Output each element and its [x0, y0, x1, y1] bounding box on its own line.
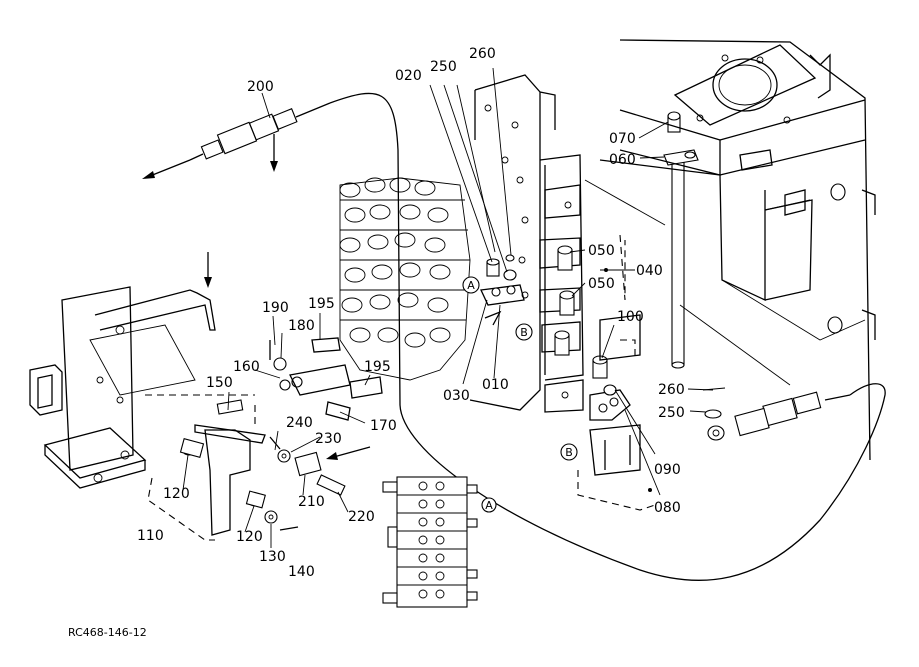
cable-end-200 — [142, 102, 331, 179]
label-260-right: 260 — [658, 382, 685, 398]
label-070: 070 — [609, 131, 636, 147]
label-020: 020 — [395, 68, 422, 84]
label-195-bottom: 195 — [364, 359, 391, 375]
marker-b-2: B — [560, 443, 578, 461]
label-210: 210 — [298, 494, 325, 510]
machine-frame — [599, 39, 876, 461]
label-140: 140 — [288, 564, 315, 580]
label-190: 190 — [262, 300, 289, 316]
label-090: 090 — [654, 462, 681, 478]
lever-assembly-dash — [147, 477, 215, 541]
label-120-left: 120 — [163, 486, 190, 502]
control-cable — [329, 92, 886, 582]
label-050-bottom: 050 — [588, 276, 615, 292]
label-260-top: 260 — [469, 46, 496, 62]
label-150: 150 — [206, 375, 233, 391]
leader-lines — [182, 67, 714, 548]
label-010: 010 — [482, 377, 509, 393]
rod-guide-line — [584, 179, 666, 226]
svg-text:B: B — [520, 326, 528, 339]
svg-text:B: B — [565, 446, 573, 459]
marker-a-1: A — [462, 276, 480, 294]
label-200: 200 — [247, 79, 274, 95]
dot-040 — [604, 268, 608, 272]
left-mounting-bracket — [29, 252, 216, 489]
rod-assembly — [663, 111, 699, 369]
label-100: 100 — [617, 309, 644, 325]
lever-assembly — [179, 337, 383, 536]
svg-text:A: A — [485, 499, 493, 512]
lower-bracket-assembly — [589, 314, 641, 476]
label-220: 220 — [348, 509, 375, 525]
label-170: 170 — [370, 418, 397, 434]
lever-link-dash — [145, 394, 256, 425]
label-120-right: 120 — [236, 529, 263, 545]
label-130: 130 — [259, 549, 286, 565]
label-195-top: 195 — [308, 296, 335, 312]
label-050-top: 050 — [588, 243, 615, 259]
svg-text:A: A — [467, 279, 475, 292]
cable-guide-line — [679, 304, 791, 386]
marker-b-1: B — [515, 323, 533, 341]
reference-code: RC468-146-12 — [68, 626, 147, 639]
bracket-040-dash — [619, 234, 626, 301]
label-030: 030 — [443, 388, 470, 404]
label-250-top: 250 — [430, 59, 457, 75]
control-bracket — [469, 74, 584, 413]
control-valve-bank — [339, 177, 471, 381]
label-040: 040 — [636, 263, 663, 279]
label-060: 060 — [609, 152, 636, 168]
label-160: 160 — [233, 359, 260, 375]
lower-bracket-leader — [620, 339, 636, 360]
cable-end-right — [702, 387, 851, 441]
lower-bracket-dash — [577, 470, 656, 511]
label-180: 180 — [288, 318, 315, 334]
marker-a-2: A — [481, 497, 497, 513]
label-110: 110 — [137, 528, 164, 544]
inset-valve-view — [382, 476, 478, 608]
dot-080 — [648, 488, 652, 492]
label-230: 230 — [315, 431, 342, 447]
label-080: 080 — [654, 500, 681, 516]
label-240: 240 — [286, 415, 313, 431]
label-250-right: 250 — [658, 405, 685, 421]
